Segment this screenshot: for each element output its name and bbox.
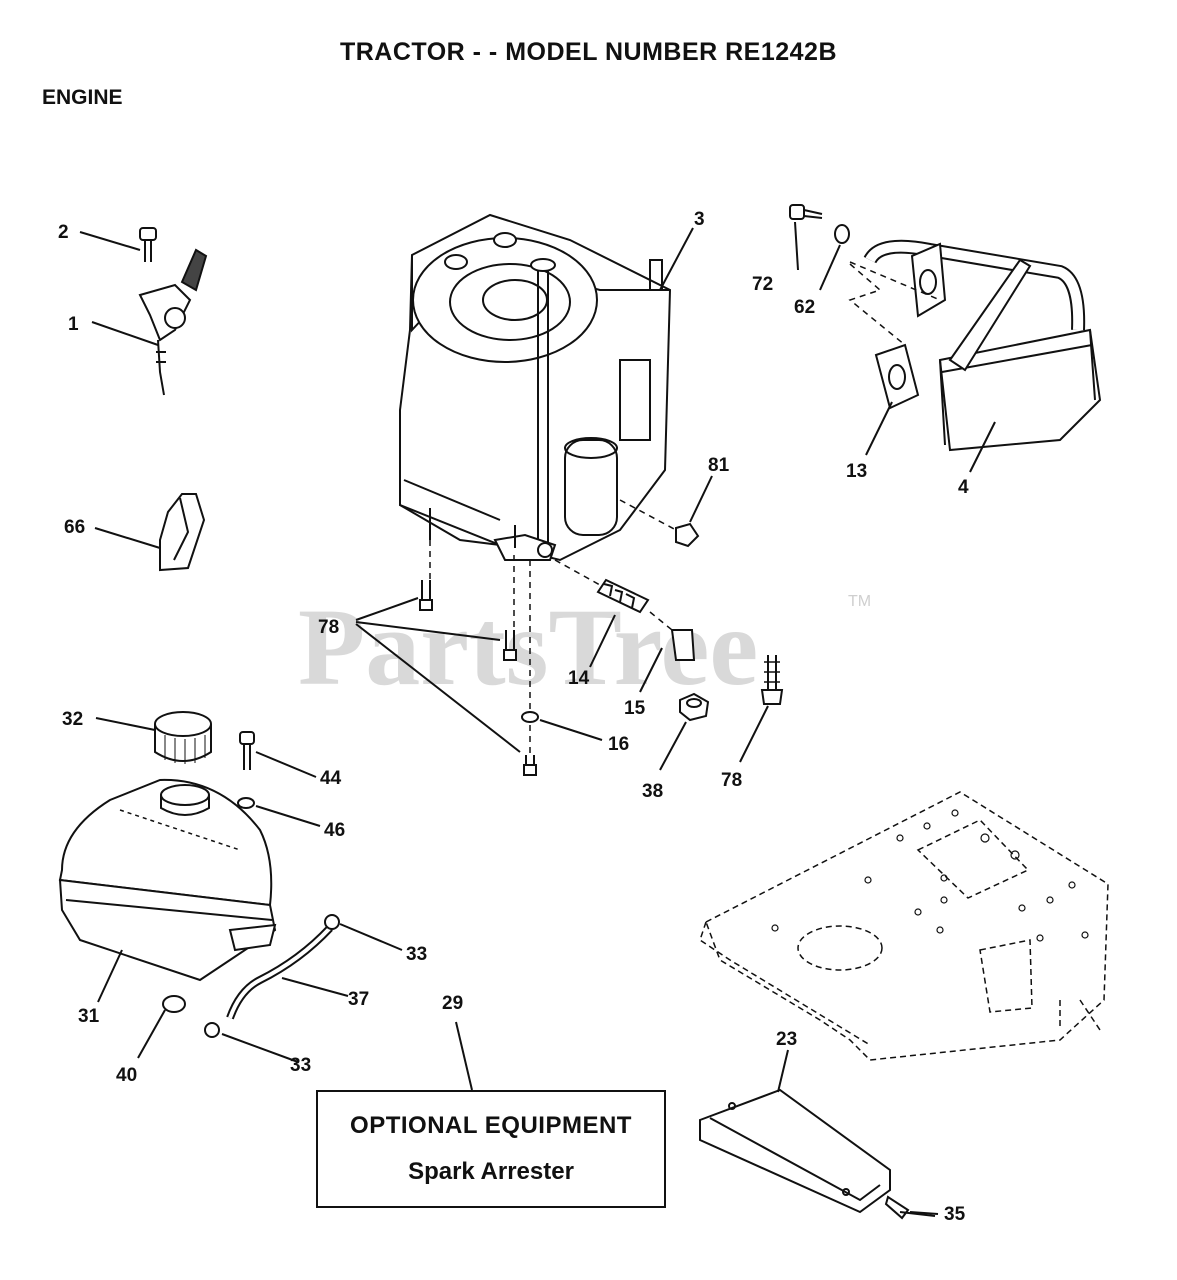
washer-part-16	[521, 711, 539, 723]
callout-32: 32	[62, 709, 83, 730]
optional-equipment-heading: OPTIONAL EQUIPMENT	[350, 1112, 632, 1139]
clamp-part-33-top	[324, 914, 340, 930]
callout-44: 44	[320, 768, 342, 789]
nut-part-38	[679, 692, 710, 722]
bracket-part-66	[159, 493, 206, 572]
callout-37: 37	[348, 989, 369, 1010]
callout-1: 1	[68, 314, 79, 335]
callout-14: 14	[568, 668, 590, 689]
callout-2: 2	[58, 222, 69, 243]
callout-38: 38	[642, 781, 663, 802]
fuel-cap-part-32	[154, 711, 212, 764]
bolt-part-72	[789, 204, 823, 220]
frame-holes	[771, 809, 1089, 942]
callout-3: 3	[694, 209, 705, 230]
frame-plate	[699, 791, 1109, 1061]
clamp-part-33-bottom	[204, 1022, 220, 1038]
engine-part-3	[399, 213, 672, 562]
fuel-tank-part-31	[58, 778, 277, 982]
screw-part-44	[239, 731, 255, 770]
bushing-part-40	[162, 995, 186, 1013]
muffler-part-4	[849, 239, 1102, 452]
callout-72: 72	[752, 274, 773, 295]
callout-23: 23	[776, 1029, 797, 1050]
washer-part-46	[237, 797, 255, 809]
optional-equipment-box: OPTIONAL EQUIPMENT Spark Arrester	[316, 1090, 666, 1208]
leader-lines	[79, 221, 996, 1215]
washer-part-62	[834, 224, 850, 244]
callout-81: 81	[708, 455, 730, 476]
callout-33-top: 33	[406, 944, 427, 965]
callout-62: 62	[794, 297, 815, 318]
callout-13: 13	[846, 461, 867, 482]
bolt-part-78	[760, 655, 784, 705]
screw-part-35	[884, 1195, 936, 1220]
callout-29: 29	[442, 993, 463, 1014]
callout-4: 4	[958, 477, 969, 498]
nut-part-81	[619, 499, 700, 548]
page-title: TRACTOR - - MODEL NUMBER RE1242B	[339, 38, 838, 66]
cap-part-15	[649, 611, 696, 661]
callout-35: 35	[944, 1204, 966, 1225]
callout-31: 31	[78, 1006, 100, 1027]
callout-66: 66	[64, 517, 85, 538]
callout-33-bottom: 33	[290, 1055, 311, 1076]
callout-78-right: 78	[721, 770, 742, 791]
callout-40: 40	[116, 1065, 137, 1086]
callout-16: 16	[608, 734, 629, 755]
throttle-control-part	[138, 248, 208, 396]
callout-labels: 2 1 66 3 72 62 13 4 81 78 14 15 16 38 78…	[58, 209, 969, 1225]
pipe-part-14	[554, 559, 650, 614]
section-label: ENGINE	[42, 86, 123, 109]
gasket-part-13	[848, 263, 920, 410]
callout-78-left: 78	[318, 617, 339, 638]
callout-46: 46	[324, 820, 345, 841]
watermark-trademark: TM	[848, 593, 871, 610]
engine-bolts	[419, 540, 537, 776]
callout-15: 15	[624, 698, 646, 719]
screw-part-2	[139, 227, 157, 262]
heat-shield-part-23	[699, 1088, 891, 1214]
optional-equipment-item: Spark Arrester	[408, 1158, 574, 1185]
